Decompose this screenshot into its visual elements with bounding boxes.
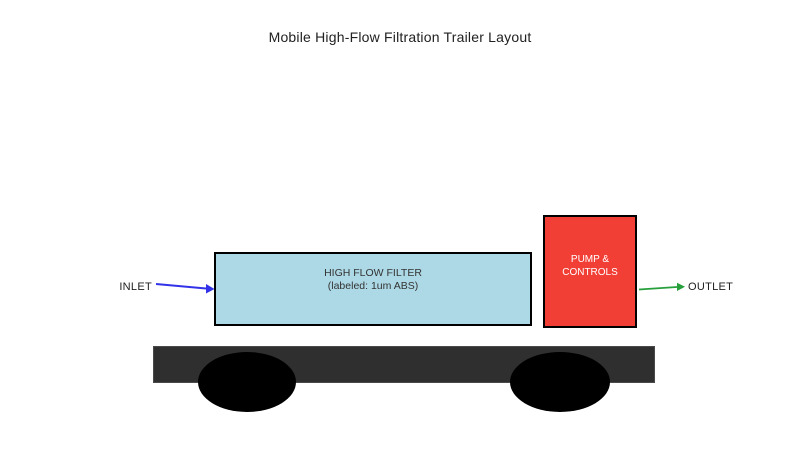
- outlet-arrow-icon: [638, 282, 685, 291]
- inlet-arrow-icon: [155, 283, 215, 294]
- inlet-arrowhead: [206, 284, 215, 294]
- wheel-right: [510, 352, 610, 412]
- filter-box-label-line1: HIGH FLOW FILTER: [324, 267, 422, 279]
- filter-box: HIGH FLOW FILTER (labeled: 1um ABS): [214, 252, 532, 326]
- inlet-label: INLET: [119, 281, 152, 293]
- pump-box: PUMP & CONTROLS: [543, 215, 637, 328]
- outlet-arrowhead: [677, 282, 685, 291]
- outlet-label: OUTLET: [688, 281, 734, 293]
- diagram-title: Mobile High-Flow Filtration Trailer Layo…: [268, 29, 532, 45]
- outlet-arrow-shaft: [638, 286, 678, 291]
- pump-box-label-line2: CONTROLS: [562, 267, 618, 278]
- filter-box-label-line2: (labeled: 1um ABS): [327, 280, 419, 292]
- pump-box-label-line1: PUMP &: [570, 254, 610, 265]
- inlet-arrow-shaft: [155, 283, 207, 290]
- wheel-left: [198, 352, 296, 412]
